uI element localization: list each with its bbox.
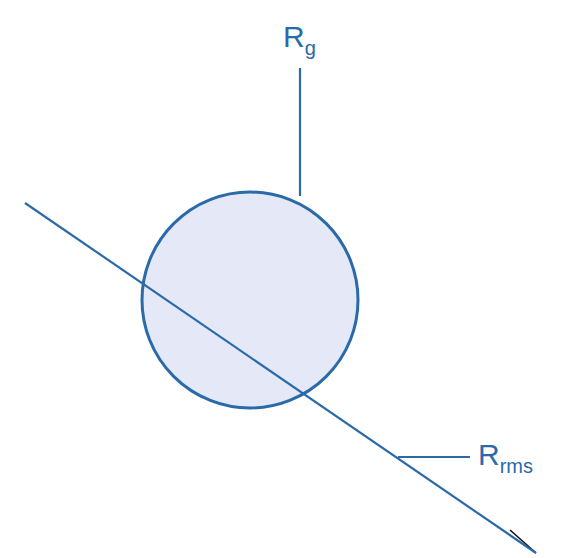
end-to-end-line [25,203,536,553]
symbol-subscript: rms [500,455,533,477]
rrms-label: Rrms [478,440,533,470]
gyration-sphere [142,192,358,408]
symbol-subscript: g [305,37,316,59]
rg-leader [299,68,301,196]
rg-label: Rg [283,22,316,52]
symbol-letter: R [478,438,500,471]
symbol-letter: R [283,20,305,53]
rrms-leader [398,456,470,458]
